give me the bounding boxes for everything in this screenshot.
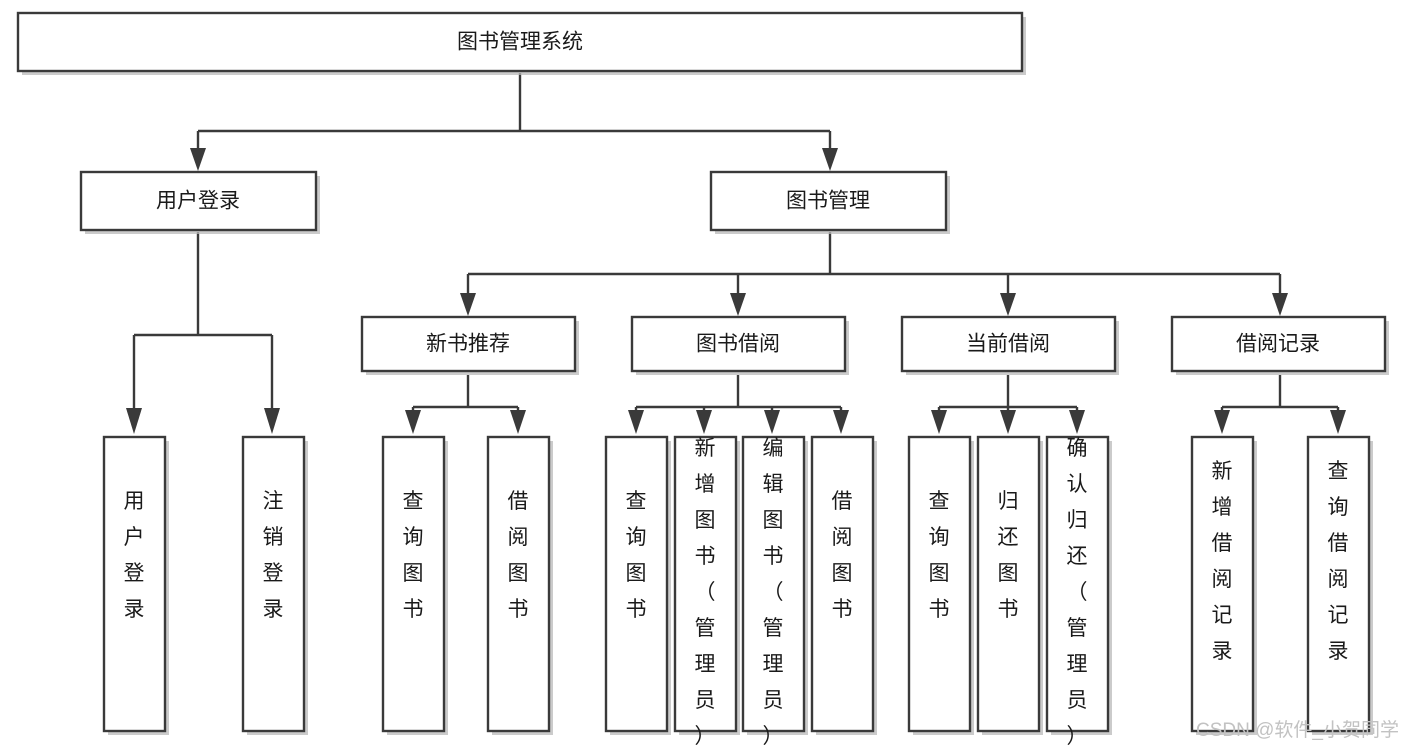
arrow-head-leaf-add-book <box>696 410 712 434</box>
leaf-add-record-label: 新增借阅记录 <box>1212 460 1233 663</box>
leaf-query-book-2-box[interactable] <box>604 435 669 733</box>
leaf-node-query-book-3[interactable]: 查询图书 <box>907 435 974 735</box>
leaf-node-query-record[interactable]: 查询借阅记录 <box>1306 435 1373 735</box>
node-current-borrow[interactable]: 当前借阅 <box>900 315 1119 375</box>
arrow-head-leaf-query-record <box>1330 410 1346 434</box>
leaf-borrow-book-1-label: 借阅图书 <box>508 490 529 621</box>
leaf-borrow-book-2-label: 借阅图书 <box>832 490 853 621</box>
book-management-box[interactable] <box>709 170 948 232</box>
leaf-return-book-box[interactable] <box>976 435 1041 733</box>
leaf-user-logout-box[interactable] <box>241 435 306 733</box>
leaf-add-record-box[interactable] <box>1190 435 1255 733</box>
leaf-node-query-book-1[interactable]: 查询图书 <box>381 435 448 735</box>
leaf-query-book-3-label: 查询图书 <box>929 490 950 621</box>
user-login-label: 用户登录 <box>156 190 240 213</box>
borrow-record-box[interactable] <box>1170 315 1387 373</box>
leaf-user-logout-label: 注销登录 <box>263 490 284 621</box>
current-borrow-box[interactable] <box>900 315 1117 373</box>
node-book-borrow[interactable]: 图书借阅 <box>630 315 849 375</box>
arrow-head-book-borrow <box>730 293 746 316</box>
leaf-query-book-2-label: 查询图书 <box>626 490 647 621</box>
arrow-head-current-borrow <box>1000 293 1016 316</box>
leaf-node-user-logout[interactable]: 注销登录 <box>241 435 308 735</box>
leaf-node-query-book-2[interactable]: 查询图书 <box>604 435 671 735</box>
current-borrow-label: 当前借阅 <box>966 333 1050 356</box>
book-borrow-label: 图书借阅 <box>696 333 780 356</box>
leaf-node-add-record[interactable]: 新增借阅记录 <box>1190 435 1257 735</box>
user-login-box[interactable] <box>79 170 318 232</box>
connector-layer <box>126 73 1346 434</box>
arrow-head-leaf-user-login <box>126 408 142 434</box>
leaf-query-record-label: 查询借阅记录 <box>1328 460 1349 663</box>
new-book-recommend-label: 新书推荐 <box>426 333 510 356</box>
leaf-query-book-3-box[interactable] <box>907 435 972 733</box>
leaf-node-return-book[interactable]: 归还图书 <box>976 435 1043 735</box>
leaf-node-add-book[interactable]: 新增图书（管理员） <box>673 435 740 747</box>
book-borrow-box[interactable] <box>630 315 847 373</box>
leaf-confirm-return-label: 确认归还（管理员） <box>1067 437 1088 747</box>
arrow-head-leaf-edit-book <box>764 410 780 434</box>
arrow-head-borrow-record <box>1272 293 1288 316</box>
csdn-watermark: CSDN @软件_小贺同学 <box>1196 719 1399 741</box>
root-label: 图书管理系统 <box>457 31 583 54</box>
arrow-head-leaf-query-book-1 <box>405 410 421 434</box>
leaf-query-book-1-box[interactable] <box>381 435 446 733</box>
arrow-head-leaf-query-book-3 <box>931 410 947 434</box>
leaf-borrow-book-2-box[interactable] <box>810 435 875 733</box>
arrow-head-leaf-add-record <box>1214 410 1230 434</box>
arrow-head-leaf-query-book-2 <box>628 410 644 434</box>
leaf-node-borrow-book-1[interactable]: 借阅图书 <box>486 435 553 735</box>
node-borrow-record[interactable]: 借阅记录 <box>1170 315 1389 375</box>
new-book-recommend-box[interactable] <box>360 315 577 373</box>
leaf-edit-book-label: 编辑图书（管理员） <box>763 437 784 747</box>
leaf-node-confirm-return[interactable]: 确认归还（管理员） <box>1045 435 1112 747</box>
node-root[interactable]: 图书管理系统 <box>16 11 1026 75</box>
leaf-confirm-return-box[interactable] <box>1045 435 1110 733</box>
arrow-head-new-book-recommend <box>460 293 476 316</box>
node-user-login[interactable]: 用户登录 <box>79 170 320 234</box>
leaf-borrow-book-1-box[interactable] <box>486 435 551 733</box>
arrow-head-leaf-return-book <box>1000 410 1016 434</box>
leaf-user-login-label: 用户登录 <box>124 490 145 621</box>
arrow-head-leaf-borrow-book-2 <box>833 410 849 434</box>
arrow-head-leaf-borrow-book-1 <box>510 410 526 434</box>
leaf-edit-book-box[interactable] <box>741 435 806 733</box>
arrow-head-leaf-confirm-return <box>1069 410 1085 434</box>
leaf-user-login-box[interactable] <box>102 435 167 733</box>
node-new-book-recommend[interactable]: 新书推荐 <box>360 315 579 375</box>
leaf-node-edit-book[interactable]: 编辑图书（管理员） <box>741 435 808 747</box>
leaf-node-user-login[interactable]: 用户登录 <box>102 435 169 735</box>
leaf-query-book-1-label: 查询图书 <box>403 490 424 621</box>
leaf-node-borrow-book-2[interactable]: 借阅图书 <box>810 435 877 735</box>
node-book-management[interactable]: 图书管理 <box>709 170 950 234</box>
arrow-head-book-management <box>822 148 838 171</box>
arrow-head-user-login <box>190 148 206 171</box>
borrow-record-label: 借阅记录 <box>1236 333 1320 356</box>
leaf-add-book-box[interactable] <box>673 435 738 733</box>
book-management-label: 图书管理 <box>786 190 870 213</box>
leaf-query-record-box[interactable] <box>1306 435 1371 733</box>
leaf-return-book-label: 归还图书 <box>998 490 1019 621</box>
leaf-add-book-label: 新增图书（管理员） <box>695 437 716 747</box>
root-box[interactable] <box>16 11 1024 73</box>
arrow-head-leaf-user-logout <box>264 408 280 434</box>
